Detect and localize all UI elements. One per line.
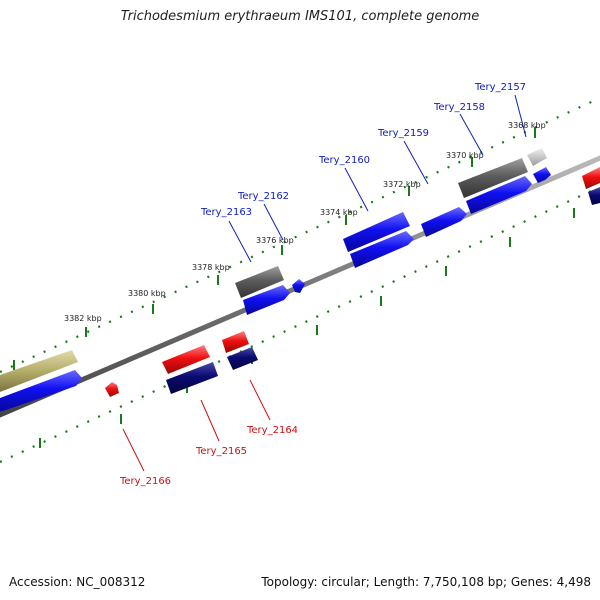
- gene-label-tery-2163: Tery_2163: [200, 207, 252, 218]
- gene-label-tery-2162: Tery_2162: [237, 191, 289, 202]
- gene-forward-blue: [243, 285, 290, 315]
- gene-reverse-red: [105, 382, 119, 397]
- gene-reverse-red: [222, 331, 249, 353]
- gene-khaki: [0, 350, 78, 392]
- leader-line: [459, 113, 484, 156]
- gene-forward-grey: [458, 158, 528, 198]
- leader-line: [263, 203, 284, 241]
- outer-scale-ring: [0, 96, 600, 374]
- forward-label-leaders: [228, 94, 527, 263]
- gene-label-tery-2165: Tery_2165: [195, 446, 247, 457]
- leader-line: [122, 428, 145, 472]
- reverse-label-leaders: [122, 379, 271, 472]
- leader-line: [514, 94, 527, 138]
- leader-line: [344, 167, 369, 212]
- gene-reverse-navy: [166, 362, 218, 394]
- gene-forward-blue: [343, 212, 410, 252]
- inner-scale-ring: [0, 186, 600, 463]
- genome-summary-text: Topology: circular; Length: 7,750,108 bp…: [261, 575, 591, 589]
- scale-label: 3376 kbp: [256, 236, 294, 245]
- leader-line: [228, 220, 252, 263]
- scale-label: 3370 kbp: [446, 151, 484, 160]
- gene-label-tery-2160: Tery_2160: [318, 155, 370, 166]
- gene-reverse-red: [162, 345, 210, 374]
- gene-reverse-navy: [588, 187, 600, 205]
- scale-label: 3368 kbp: [508, 121, 546, 130]
- leader-line: [403, 140, 429, 185]
- gene-label-tery-2166: Tery_2166: [119, 476, 171, 487]
- gene-forward-blue: [466, 176, 532, 214]
- gene-reverse-red: [582, 167, 600, 189]
- gene-forward-grey: [235, 266, 284, 298]
- gene-reverse-navy: [227, 347, 258, 370]
- leader-line: [200, 399, 220, 442]
- scale-label: 3372 kbp: [383, 180, 421, 189]
- scale-label: 3382 kbp: [64, 314, 102, 323]
- scale-label: 3374 kbp: [320, 208, 358, 217]
- gene-forward-blue: [292, 279, 305, 293]
- scale-label: 3378 kbp: [192, 263, 230, 272]
- outer-major-ticks: [13, 128, 536, 370]
- gene-label-tery-2164: Tery_2164: [246, 425, 298, 436]
- gene-forward-lightgrey: [527, 148, 547, 166]
- gene-label-tery-2157: Tery_2157: [474, 82, 526, 93]
- gene-forward-blue: [421, 207, 467, 237]
- accession-text: Accession: NC_008312: [9, 575, 146, 589]
- gene-label-tery-2158: Tery_2158: [433, 102, 485, 113]
- leader-line: [249, 379, 271, 421]
- map-title: Trichodesmium erythraeum IMS101, complet…: [120, 9, 480, 24]
- gene-forward-blue: [0, 370, 82, 412]
- gene-forward-blue: [350, 231, 414, 268]
- scale-label: 3380 kbp: [128, 289, 166, 298]
- gene-label-tery-2159: Tery_2159: [377, 128, 429, 139]
- inner-major-ticks: [39, 208, 575, 448]
- gene-forward-blue: [533, 167, 551, 183]
